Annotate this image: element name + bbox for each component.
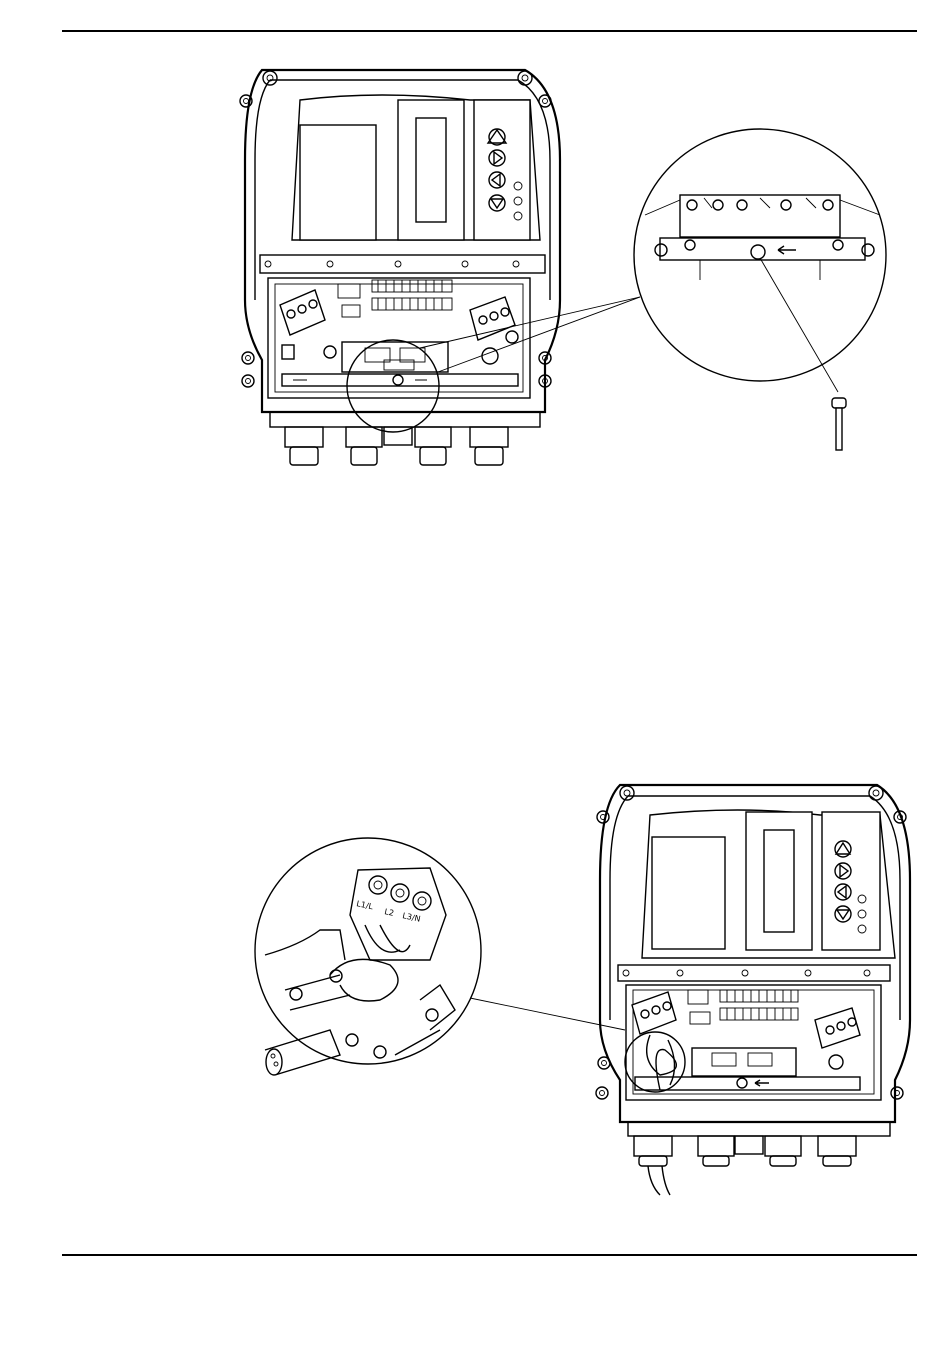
figure-2-control-panel [652, 812, 880, 950]
figure-1-mounting-screw [832, 398, 846, 450]
figure-1-control-panel [300, 100, 530, 240]
figure-1-cable-glands [270, 412, 540, 465]
figure-2-power-cable [648, 1166, 670, 1195]
figure-2-cable-glands [628, 1122, 890, 1166]
figure-1-terminal-compartment [260, 255, 545, 398]
